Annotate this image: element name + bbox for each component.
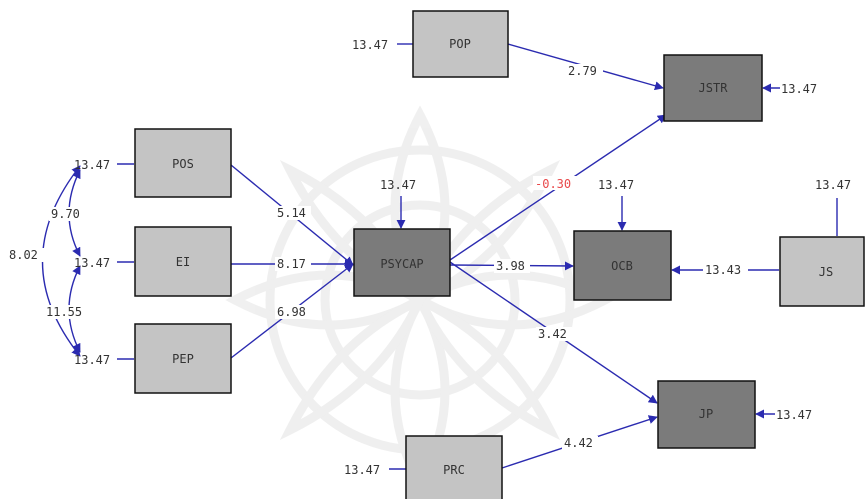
path-label-pop-jstr: 2.79 [568,64,597,78]
node-pos: POS [134,128,232,198]
node-label-pop: POP [449,37,471,51]
error-label-psycap: 13.47 [380,178,416,192]
path-label-pos-psycap: 5.14 [277,206,306,220]
error-label-pos: 13.47 [74,158,110,172]
node-label-jp: JP [699,407,713,421]
path-label-psycap-jstr: -0.30 [535,177,571,191]
node-jp: JP [657,380,756,449]
path-label-js-ocb: 13.43 [705,263,741,277]
covariance-labels: 9.70 8.02 11.55 [8,207,88,319]
error-label-js: 13.47 [815,178,851,192]
error-label-jp: 13.47 [776,408,812,422]
node-label-js: JS [819,265,833,279]
error-label-ocb: 13.47 [598,178,634,192]
node-psycap: PSYCAP [353,228,451,297]
covariance-label-ei-pep: 11.55 [46,305,82,319]
error-labels: 13.47 13.47 13.47 13.47 13.47 13.47 13.4… [74,38,851,477]
error-label-pep: 13.47 [74,353,110,367]
node-label-pos: POS [172,157,194,171]
error-label-jstr: 13.47 [781,82,817,96]
node-ei: EI [134,226,232,297]
watermark-ornament [225,105,615,495]
node-label-psycap: PSYCAP [380,257,423,271]
node-pep: PEP [134,323,232,394]
node-js: JS [779,236,865,307]
covariance-label-pos-ei: 9.70 [51,207,80,221]
error-label-pop: 13.47 [352,38,388,52]
covariance-label-pos-pep: 8.02 [9,248,38,262]
node-prc: PRC [405,435,503,499]
node-jstr: JSTR [663,54,763,122]
node-label-pep: PEP [172,352,194,366]
node-label-prc: PRC [443,463,465,477]
path-labels: 2.79 -0.30 5.14 8.17 6.98 3.98 13.43 3.4… [275,64,748,450]
error-label-ei: 13.47 [74,256,110,270]
error-arrows [117,43,838,470]
node-label-ei: EI [176,255,190,269]
node-label-jstr: JSTR [699,81,729,95]
node-label-ocb: OCB [611,259,633,273]
error-label-prc: 13.47 [344,463,380,477]
node-ocb: OCB [573,230,672,301]
path-label-psycap-ocb: 3.98 [496,259,525,273]
node-pop: POP [412,10,509,78]
path-label-psycap-jp: 3.42 [538,327,567,341]
path-label-ei-psycap: 8.17 [277,257,306,271]
path-label-pep-psycap: 6.98 [277,305,306,319]
path-label-prc-jp: 4.42 [564,436,593,450]
